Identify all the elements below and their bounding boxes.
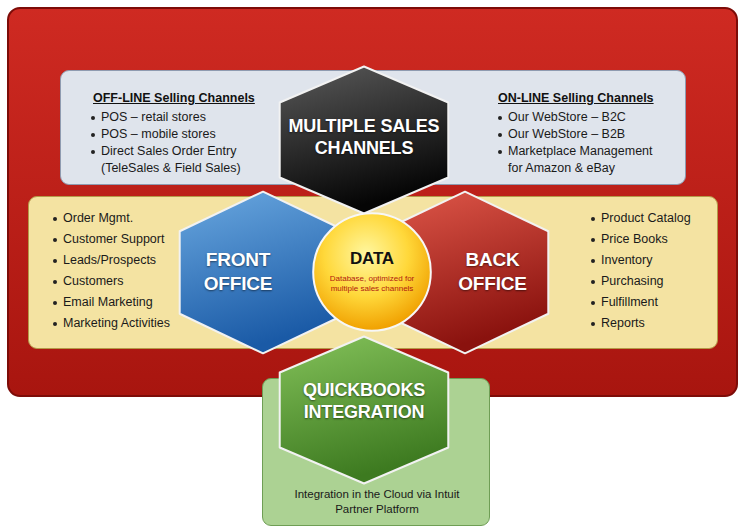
list-item: Purchasing xyxy=(601,273,711,290)
bullet-dot xyxy=(591,259,595,263)
list-item: Our WebStore – B2B xyxy=(508,126,678,143)
list-item: Reports xyxy=(601,315,711,332)
shape-title: FRONT OFFICE xyxy=(188,248,288,296)
channel-heading: OFF-LINE Selling Channels xyxy=(93,90,293,107)
hexagon-shape xyxy=(280,67,449,214)
bullet-dot xyxy=(53,217,57,221)
outer-red-panel xyxy=(8,8,737,396)
bullet-dot xyxy=(591,322,595,326)
list-item: Marketing Activities xyxy=(63,315,193,332)
circle-shape xyxy=(313,213,431,331)
list-item: Our WebStore – B2C xyxy=(508,109,678,126)
list-item: Marketplace Management for Amazon & eBay xyxy=(508,143,658,177)
channel-heading: ON-LINE Selling Channels xyxy=(498,90,698,107)
bullet-dot xyxy=(591,217,595,221)
bullet-dot xyxy=(591,238,595,242)
list-item: Leads/Prospects xyxy=(63,252,193,269)
list-item: POS – retail stores xyxy=(101,109,271,126)
list-item: Email Marketing xyxy=(63,294,193,311)
bullet-dot xyxy=(53,301,57,305)
bullet-dot xyxy=(498,133,502,137)
bullet-dot xyxy=(591,280,595,284)
quickbooks-hexagon: QUICKBOOKS INTEGRATION xyxy=(278,335,450,485)
list-item: Customer Support xyxy=(63,231,193,248)
hexagon-shape xyxy=(382,192,549,354)
bullet-dot xyxy=(53,280,57,284)
sales-channels-hexagon: MULTIPLE SALES CHANNELS xyxy=(278,65,450,215)
list-item: POS – mobile stores xyxy=(101,126,271,143)
list-item: Inventory xyxy=(601,252,711,269)
list-item: Integration in the Cloud via Intuit Part… xyxy=(277,487,477,517)
list-item: Price Books xyxy=(601,231,711,248)
list-item: Product Catalog xyxy=(601,210,711,227)
shape-title: DATA xyxy=(322,248,422,270)
bullet-dot xyxy=(591,301,595,305)
bullet-dot xyxy=(91,116,95,120)
bullet-dot xyxy=(91,150,95,154)
bullet-dot xyxy=(498,150,502,154)
bullet-dot xyxy=(53,259,57,263)
bullet-dot xyxy=(91,133,95,137)
shape-title: BACK OFFICE xyxy=(445,248,540,296)
data-circle: DATA Database, optimized for multiple sal… xyxy=(312,212,432,332)
list-item: Order Mgmt. xyxy=(63,210,193,227)
list-item: Fulfillment xyxy=(601,294,711,311)
shape-title: Database, optimized for multiple sales c… xyxy=(325,274,419,294)
circle-outline xyxy=(312,212,432,332)
shape-title: QUICKBOOKS INTEGRATION xyxy=(284,379,444,423)
list-item: Direct Sales Order Entry (TeleSales & Fi… xyxy=(101,143,253,177)
bullet-dot xyxy=(498,116,502,120)
list-item: Customers xyxy=(63,273,193,290)
bullet-dot xyxy=(53,322,57,326)
shape-title: MULTIPLE SALES CHANNELS xyxy=(284,115,444,159)
bullet-dot xyxy=(53,238,57,242)
